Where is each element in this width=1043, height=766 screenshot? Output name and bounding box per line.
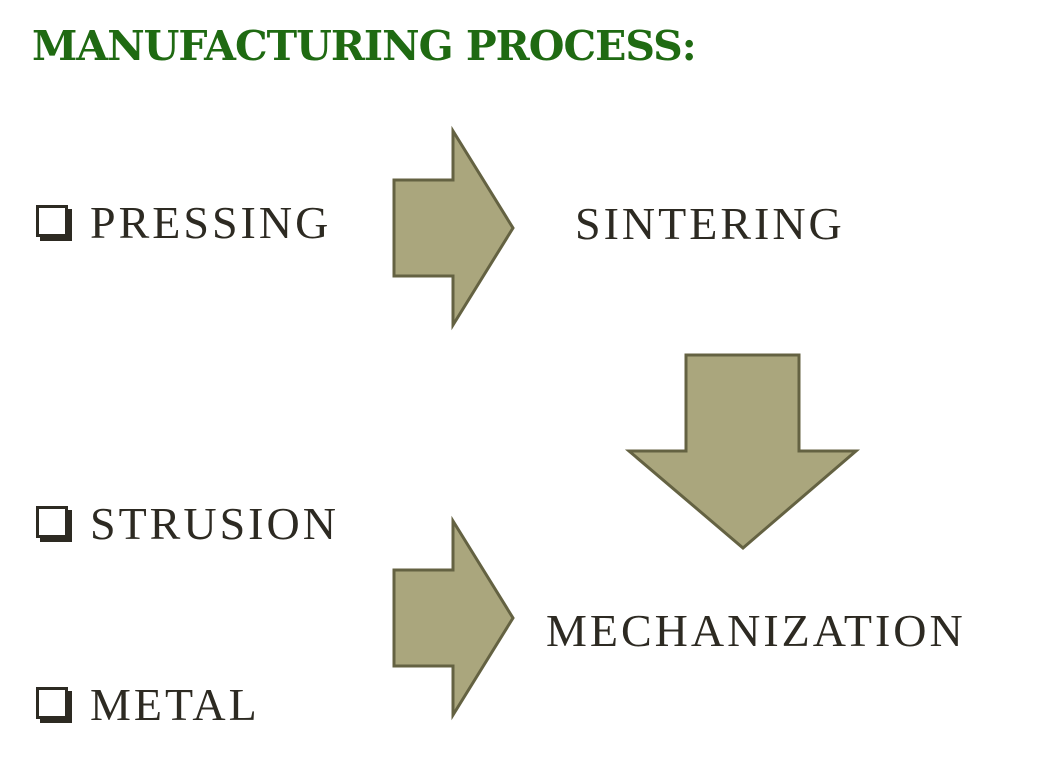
bullet-item-metal: METAL [36, 675, 260, 735]
checkbox-icon [36, 205, 72, 241]
right-arrow-icon [392, 515, 515, 721]
bullet-label-metal: METAL [90, 679, 260, 730]
bullet-label-pressing: PRESSING [90, 197, 332, 248]
step-sintering: SINTERING [575, 198, 845, 249]
checkbox-icon [36, 687, 72, 723]
step-mechanization: MECHANIZATION [546, 605, 966, 656]
page-title: MANUFACTURING PROCESS: [32, 22, 697, 70]
checkbox-icon [36, 506, 72, 542]
bullet-label-strusion: STRUSION [90, 498, 339, 549]
bullet-item-strusion: STRUSION [36, 494, 339, 554]
right-arrow-icon [392, 125, 515, 331]
down-arrow-icon [624, 353, 861, 550]
bullet-item-pressing: PRESSING [36, 193, 331, 253]
